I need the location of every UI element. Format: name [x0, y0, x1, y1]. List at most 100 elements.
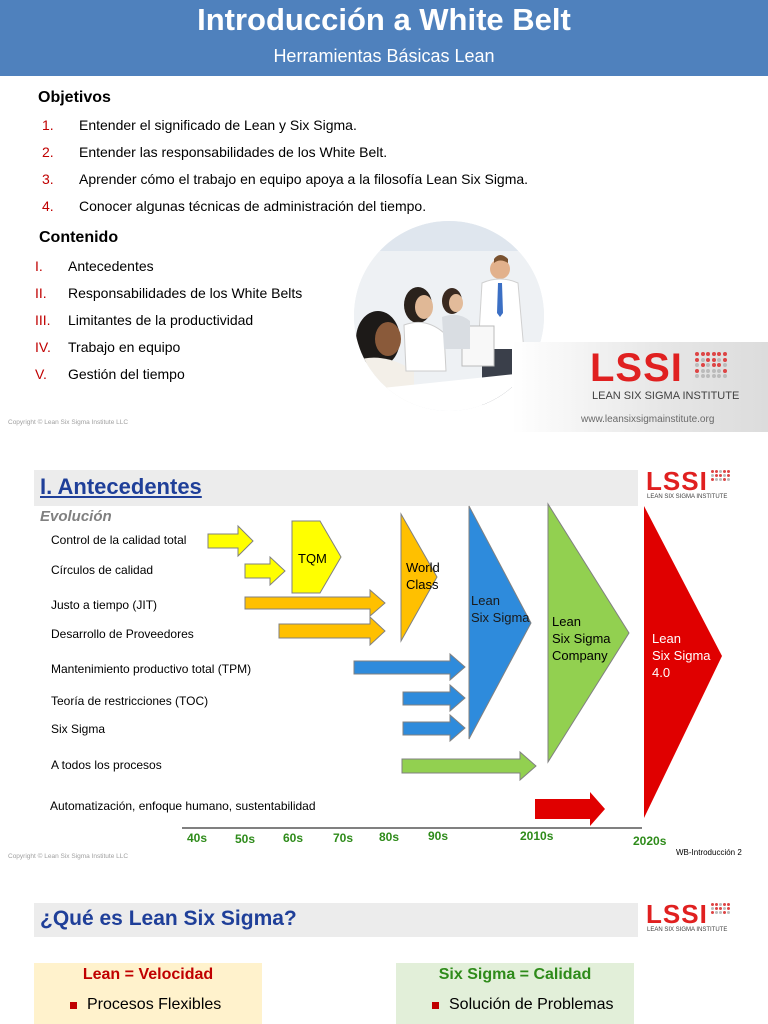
- arrow-automation: [535, 792, 605, 826]
- list-item: 3.Aprender cómo el trabajo en equipo apo…: [42, 171, 528, 198]
- item-number: II.: [35, 285, 47, 301]
- six-sigma-heading: Six Sigma = Calidad: [438, 966, 592, 983]
- lssi-logo-subtext: LEAN SIX SIGMA INSTITUTE: [647, 494, 728, 500]
- item-text: Antecedentes: [68, 258, 154, 274]
- arrow-circles: [244, 555, 286, 587]
- evolution-diagram: [182, 502, 722, 829]
- stage-lsscompany-label: Lean Six Sigma Company: [552, 614, 611, 663]
- item-number: 3.: [42, 171, 54, 187]
- bullet-icon: [432, 1001, 439, 1009]
- content-list: I. Antecedentes II. Responsabilidades de l…: [35, 258, 302, 393]
- stage-world-class-label: World Class: [406, 560, 440, 592]
- logo-dots-icon: [695, 352, 727, 378]
- stage-tqm-label: TQM: [298, 551, 327, 566]
- slide-what-is-lss: ¿Qué es Lean Six Sigma? LSSI LEAN SIX SI…: [0, 885, 768, 1024]
- label-all-processes: A todos los procesos: [51, 758, 162, 772]
- item-text: Conocer algunas técnicas de administraci…: [79, 198, 427, 214]
- lssi-logo: LSSI: [646, 899, 708, 929]
- lean-heading: Lean = Velocidad: [82, 966, 214, 983]
- list-item: 4.Conocer algunas técnicas de administra…: [42, 198, 528, 225]
- item-text: Responsabilidades de los White Belts: [68, 285, 303, 301]
- lssi-logo: LSSI: [590, 346, 683, 390]
- logo-dots-icon: [711, 903, 730, 914]
- copyright: Copyright © Lean Six Sigma Institute LLC: [8, 419, 129, 426]
- decade-label: 90s: [428, 829, 449, 843]
- list-item: 1. Entender el significado de Lean y Six …: [42, 117, 528, 144]
- slide-title: Introducción a White Belt: [197, 2, 571, 37]
- item-text: Entender el significado de Lean y Six Si…: [79, 117, 357, 133]
- arrow-tpm: [353, 652, 466, 682]
- label-suppliers: Desarrollo de Proveedores: [51, 627, 194, 641]
- item-text: Gestión del tiempo: [68, 366, 185, 382]
- item-number: V.: [35, 366, 47, 382]
- decade-label: 40s: [187, 831, 208, 845]
- label-tqc: Control de la calidad total: [51, 533, 187, 547]
- label-toc: Teoría de restricciones (TOC): [51, 694, 209, 708]
- label-quality-circles: Círculos de calidad: [51, 563, 154, 577]
- item-number: 1.: [42, 117, 54, 133]
- slide-title: I. Antecedentes: [40, 474, 202, 499]
- stage-lss-4-0: [644, 506, 722, 818]
- item-number: III.: [35, 312, 51, 328]
- arrow-tqc: [207, 524, 254, 558]
- decade-label: 80s: [379, 830, 400, 844]
- arrow-jit: [244, 588, 386, 618]
- decade-label: 50s: [235, 832, 256, 846]
- website-url: www.leansixsigmainstitute.org: [581, 414, 715, 425]
- label-automation: Automatización, enfoque humano, sustenta…: [50, 799, 316, 813]
- slide-antecedentes: I. Antecedentes Evolución LSSI LEAN SIX …: [0, 456, 768, 864]
- item-text: Trabajo en equipo: [68, 339, 181, 355]
- list-item: 2. Entender las responsabilidades de los …: [42, 144, 528, 171]
- logo-dots-icon: [711, 470, 730, 481]
- decade-label: 60s: [283, 831, 304, 845]
- lssi-logo-panel: LSSI LEAN SIX SIGMA INSTITUTE www.leansi…: [512, 342, 768, 432]
- item-text: Entender las responsabilidades de los Wh…: [79, 144, 388, 160]
- lean-item-text: Procesos Flexibles: [87, 996, 222, 1013]
- lean-box: Lean = Velocidad Procesos Flexibles: [34, 963, 262, 1024]
- slide-title: ¿Qué es Lean Six Sigma?: [40, 907, 297, 930]
- objectives-heading: Objetivos: [38, 89, 111, 106]
- arrow-all-processes: [401, 750, 537, 782]
- title-banner: Introducción a White Belt Herramientas B…: [0, 0, 768, 76]
- list-item: I. Antecedentes: [35, 258, 302, 285]
- slide-subtitle: Evolución: [40, 508, 112, 525]
- bullet-icon: [70, 1001, 77, 1009]
- item-number: I.: [35, 258, 43, 274]
- decade-label: 2020s: [633, 834, 667, 848]
- slide-subtitle: Herramientas Básicas Lean: [273, 46, 495, 66]
- label-tpm: Mantenimiento productivo total (TPM): [51, 662, 252, 676]
- label-jit: Justo a tiempo (JIT): [51, 598, 158, 612]
- stage-lsscompany: [547, 502, 630, 764]
- arrow-suppliers: [278, 615, 386, 647]
- lean-item: Procesos Flexibles: [70, 996, 221, 1014]
- list-item: III. Limitantes de la productividad: [35, 312, 302, 339]
- decade-label: 2010s: [520, 829, 554, 843]
- arrow-six-sigma: [402, 713, 466, 743]
- lssi-logo: LSSI: [646, 466, 708, 496]
- lssi-logo-subtext: LEAN SIX SIGMA INSTITUTE: [592, 390, 740, 402]
- item-text: Limitantes de la productividad: [68, 312, 254, 328]
- slide-intro: Introducción a White Belt Herramientas B…: [0, 0, 768, 437]
- stage-world-class: [400, 512, 438, 643]
- item-number: IV.: [35, 339, 51, 355]
- lssi-logo-subtext: LEAN SIX SIGMA INSTITUTE: [647, 927, 728, 933]
- content-heading: Contenido: [39, 229, 119, 246]
- stage-lean-six-sigma-label: Lean Six Sigma: [471, 593, 530, 625]
- decade-label: 70s: [333, 831, 354, 845]
- list-item: II. Responsabilidades de los White Belts: [35, 285, 302, 312]
- stage-lss-4-0-label: Lean Six Sigma 4.0: [652, 631, 711, 680]
- copyright: Copyright © Lean Six Sigma Institute LLC: [8, 853, 129, 860]
- arrow-toc: [402, 683, 466, 713]
- slide-number: WB-Introducción 2: [676, 848, 742, 857]
- stage-lean-six-sigma: [468, 505, 532, 740]
- title-bar: [34, 903, 638, 937]
- label-six-sigma: Six Sigma: [51, 722, 106, 736]
- item-number: 2.: [42, 144, 54, 160]
- six-sigma-item: Solución de Problemas: [432, 996, 614, 1014]
- six-sigma-item-text: Solución de Problemas: [449, 996, 614, 1013]
- six-sigma-box: Six Sigma = Calidad Solución de Problema…: [396, 963, 634, 1024]
- list-item: V. Gestión del tiempo: [35, 366, 302, 393]
- objectives-list: 1. Entender el significado de Lean y Six …: [42, 117, 528, 225]
- stage-tqm: [291, 520, 342, 594]
- title-bar: [34, 470, 638, 506]
